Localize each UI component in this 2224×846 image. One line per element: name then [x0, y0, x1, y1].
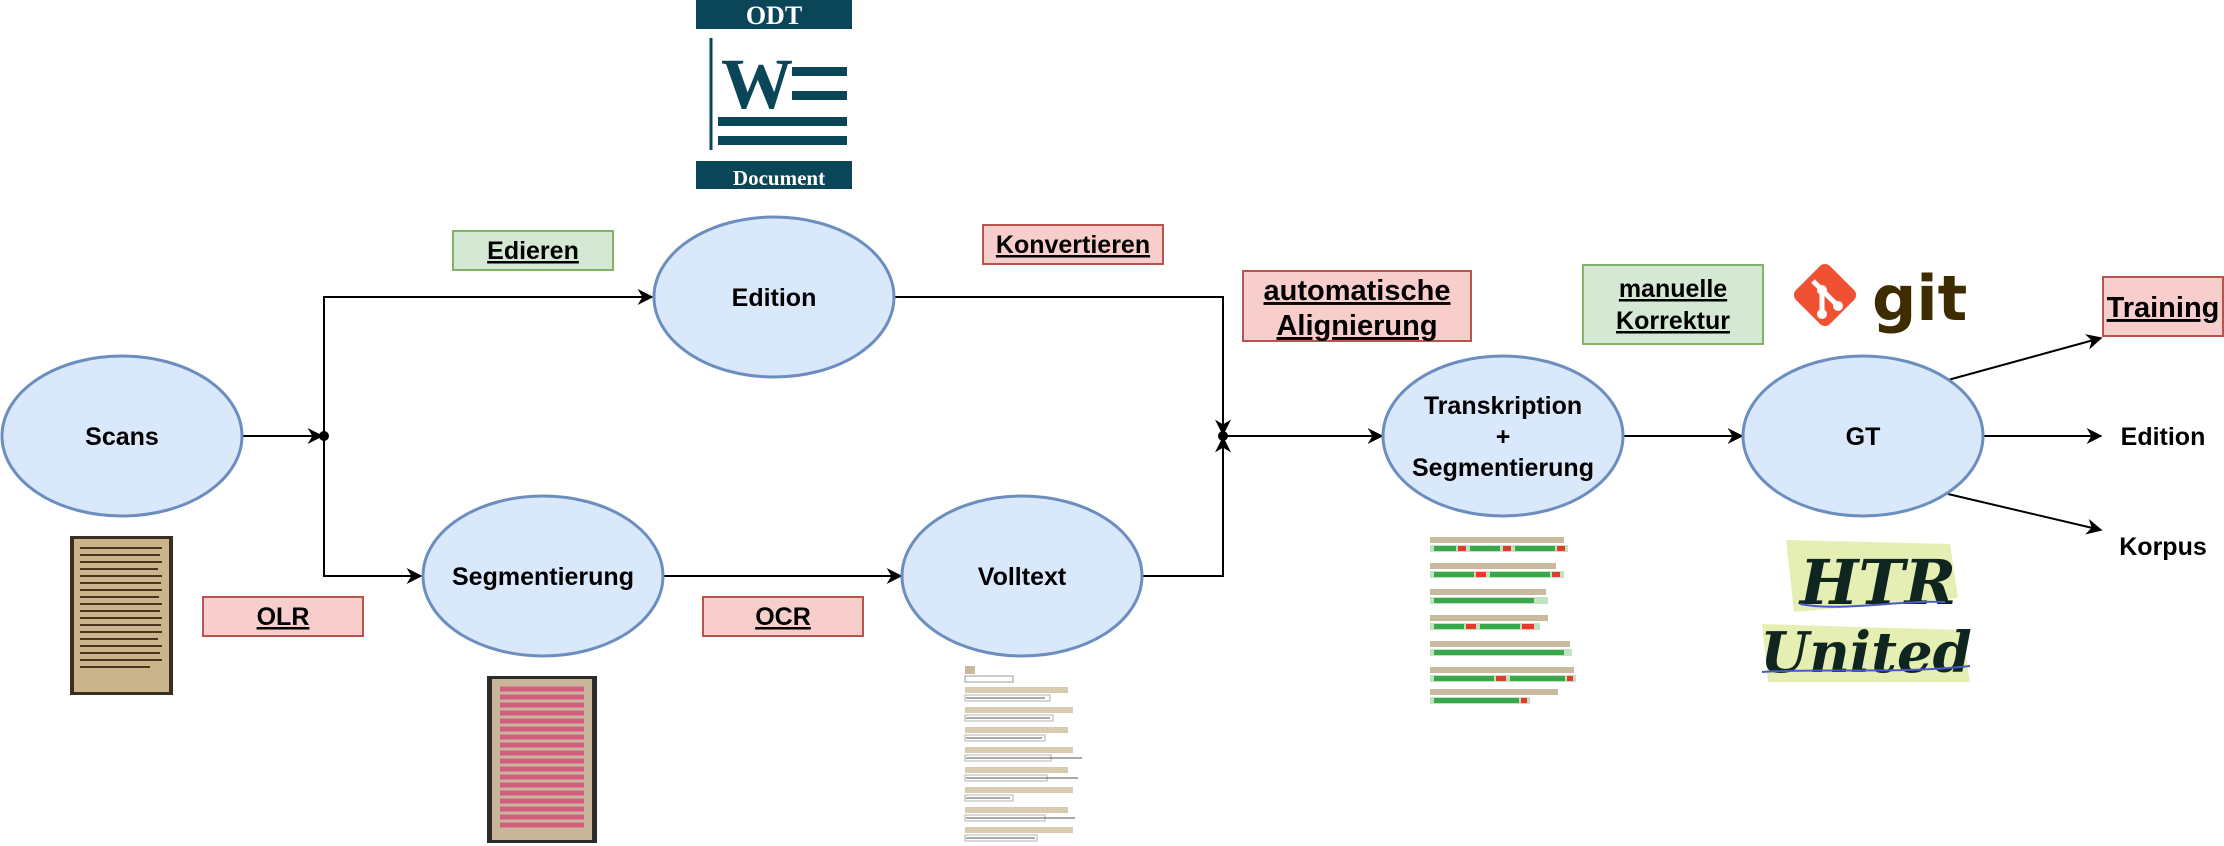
arrow-gt-to-training: [1947, 334, 2103, 381]
aligned-text-icon: [1430, 537, 1576, 704]
node-segmentierung-shape: [421, 494, 665, 658]
git-diamond-icon: [1793, 263, 1857, 327]
label-olr-box: [202, 596, 364, 637]
label-korrektur: manuelle Korrektur: [1582, 264, 1764, 345]
node-volltext-label: Volltext: [978, 563, 1067, 591]
node-segmentierung-label: Segmentierung: [452, 563, 634, 591]
label-konvertieren-box: [982, 224, 1164, 265]
segmented-page-icon: [487, 676, 597, 843]
label-olr: OLR: [202, 596, 364, 637]
node-scans-label: Scans: [85, 423, 159, 451]
node-edition-shape: [652, 215, 896, 379]
git-logo: git: [1793, 262, 1967, 335]
arrow-volltext-to-merge: [1142, 436, 1231, 577]
htr-highlight: [1786, 540, 1958, 612]
odt-line-1: [792, 67, 847, 76]
arrow-split-to-edition: [323, 289, 654, 436]
label-konvertieren: Konvertieren: [982, 224, 1164, 265]
odt-line-4: [718, 136, 847, 145]
odt-bottom-bar: [696, 161, 852, 189]
manuscript-page-icon: [70, 536, 173, 695]
odt-document-logo: ODT W Document: [696, 0, 852, 190]
node-segmentierung: Segmentierung: [421, 494, 665, 658]
arrow-split-to-segmentierung: [323, 436, 423, 584]
label-korrektur-box: [1582, 264, 1764, 345]
label-alignierung: automatische Alignierung: [1242, 270, 1472, 342]
label-ocr-text: OCR: [755, 603, 811, 631]
node-volltext-shape: [900, 494, 1144, 658]
node-edition: Edition: [652, 215, 896, 379]
label-alignierung-line-2: Alignierung: [1276, 310, 1437, 342]
odt-top-text: ODT: [746, 1, 802, 30]
node-gt: GT: [1741, 354, 1985, 518]
text-lines-icon: [964, 666, 1082, 842]
htr-underline: [1799, 600, 1946, 608]
node-transkription: Transkription + Segmentierung: [1381, 354, 1625, 518]
odt-top-bar: [696, 0, 852, 29]
label-edieren-text: Edieren: [487, 237, 579, 265]
odt-line-3: [718, 117, 847, 126]
htr-united-logo: HTR United: [1760, 540, 1972, 686]
node-transkription-shape: [1381, 354, 1625, 518]
htr-text: HTR: [1798, 546, 1956, 619]
node-edition-label: Edition: [732, 284, 817, 312]
united-text: United: [1760, 620, 1971, 686]
node-transkription-line-1: Transkription: [1424, 392, 1582, 420]
label-ocr: OCR: [702, 596, 864, 637]
odt-line-2: [792, 91, 847, 100]
united-highlight: [1762, 624, 1970, 682]
label-training-box: [2102, 276, 2224, 337]
node-gt-label: GT: [1846, 423, 1881, 451]
label-training-text: Training: [2107, 292, 2220, 324]
label-korrektur-line-1: manuelle: [1619, 275, 1727, 303]
node-gt-shape: [1741, 354, 1985, 518]
git-wordmark: git: [1872, 262, 1967, 335]
output-edition: Edition: [2121, 423, 2206, 451]
label-edieren: Edieren: [452, 230, 614, 271]
odt-bottom-text: Document: [733, 166, 825, 190]
node-transkription-line-2: +: [1496, 423, 1511, 451]
arrow-gt-to-korpus: [1947, 493, 2103, 535]
arrow-edition-to-merge: [893, 296, 1231, 436]
label-training: Training: [2102, 276, 2224, 337]
connectors: [243, 289, 2103, 584]
node-scans: Scans: [0, 354, 244, 518]
label-korrektur-line-2: Korrektur: [1616, 307, 1730, 335]
node-scans-shape: [0, 354, 244, 518]
united-underline: [1761, 665, 1971, 673]
label-konvertieren-text: Konvertieren: [996, 231, 1150, 259]
label-alignierung-box: [1242, 270, 1472, 342]
node-transkription-line-3: Segmentierung: [1412, 454, 1594, 482]
node-volltext: Volltext: [900, 494, 1144, 658]
label-alignierung-line-1: automatische: [1264, 275, 1451, 307]
label-ocr-box: [702, 596, 864, 637]
odt-w-letter: W: [721, 44, 793, 124]
label-edieren-box: [452, 230, 614, 271]
label-olr-text: OLR: [257, 603, 310, 631]
output-korpus: Korpus: [2119, 533, 2207, 561]
